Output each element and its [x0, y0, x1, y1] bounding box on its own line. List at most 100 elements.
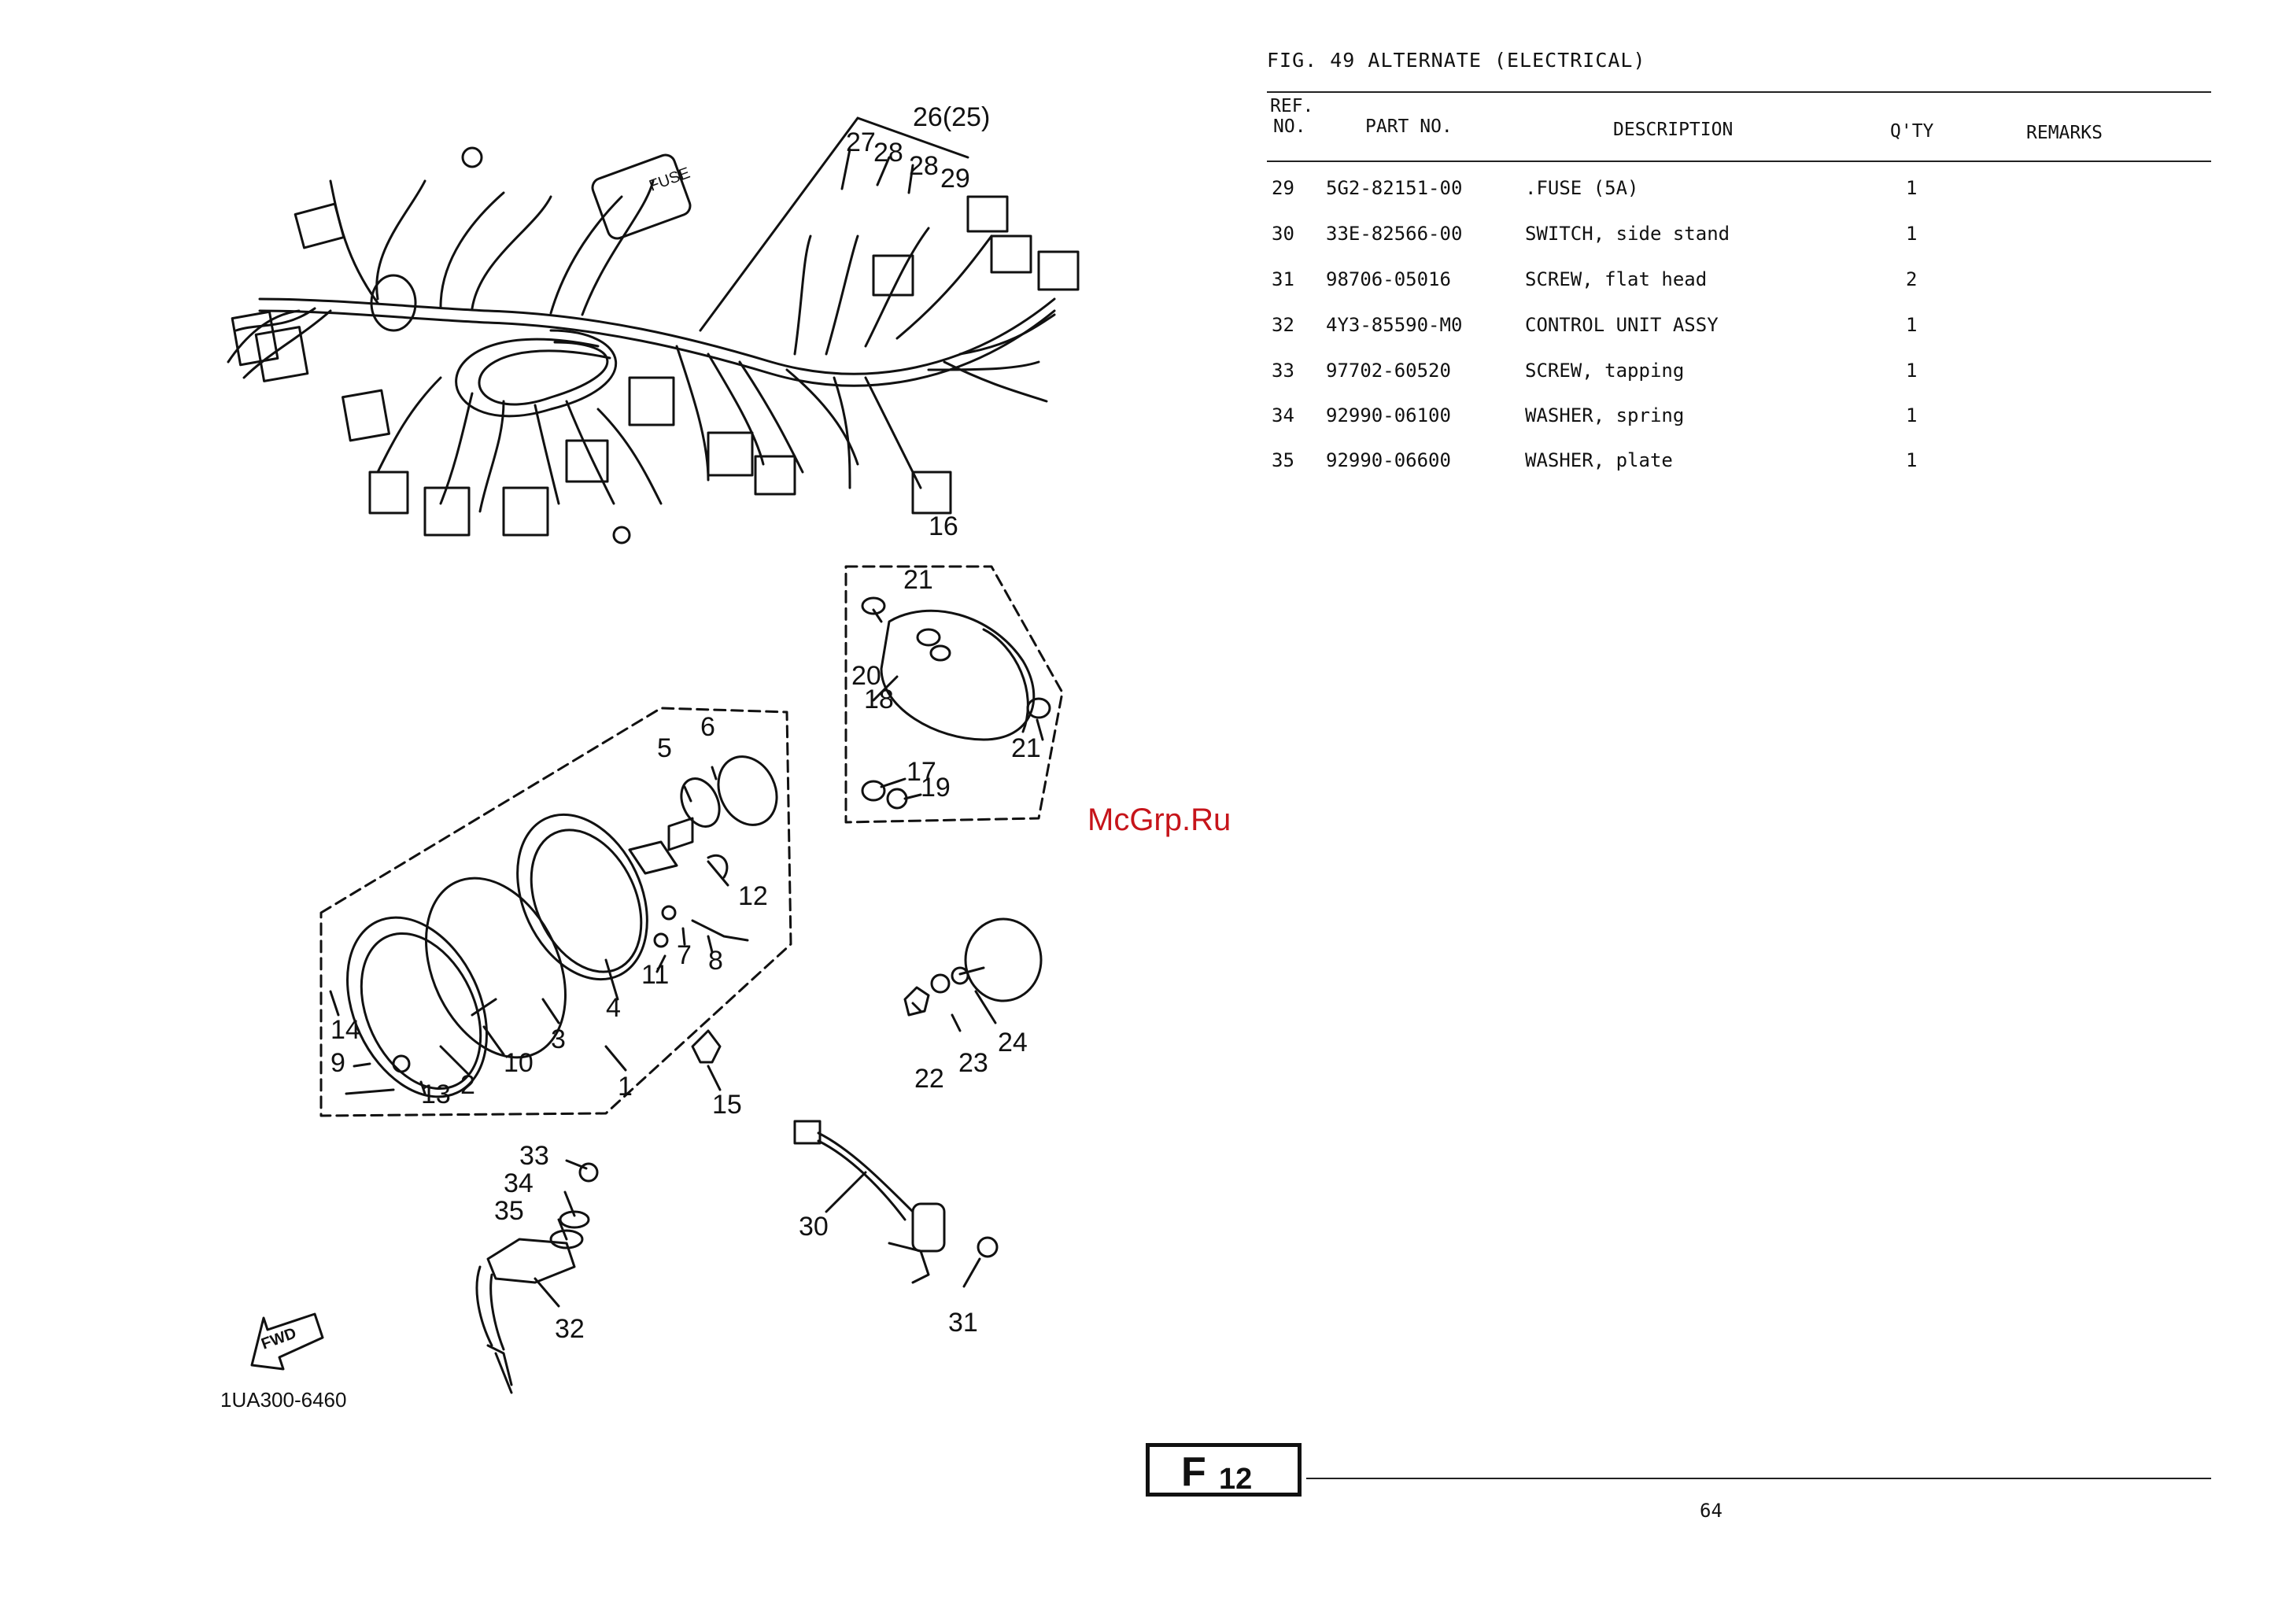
header-ref-line1: REF.	[1270, 96, 1314, 116]
cell-part-no: 92990-06100	[1326, 404, 1451, 426]
callout-number: 22	[914, 1064, 944, 1094]
cell-ref: 32	[1272, 314, 1294, 336]
table-row: 33 97702-60520 SCREW, tapping 1	[1267, 360, 2211, 391]
cell-qty: 1	[1906, 223, 1918, 245]
headlight-assembly-box	[319, 707, 792, 1117]
callout-number: 21	[903, 565, 933, 595]
cell-description: SCREW, flat head	[1525, 268, 1708, 290]
callout-number: 3	[551, 1024, 566, 1054]
header-qty: Q'TY	[1890, 121, 1934, 142]
callout-number: 28	[873, 138, 903, 168]
cell-ref: 31	[1272, 268, 1294, 290]
cell-qty: 1	[1906, 404, 1918, 426]
cell-description: WASHER, spring	[1525, 404, 1685, 426]
callout-number: 6	[700, 712, 715, 742]
callout-number: 26(25)	[913, 102, 990, 132]
cell-part-no: 33E-82566-00	[1326, 223, 1463, 245]
cell-ref: 30	[1272, 223, 1294, 245]
callout-number: 23	[958, 1048, 988, 1078]
section-badge: F 12	[1146, 1443, 1302, 1497]
table-row: 30 33E-82566-00 SWITCH, side stand 1	[1267, 223, 2211, 254]
section-letter: F	[1181, 1449, 1206, 1495]
callout-number: 10	[504, 1048, 534, 1078]
tail-light	[903, 917, 1043, 1017]
callout-number: 5	[657, 733, 672, 763]
fwd-label: FWD	[259, 1324, 298, 1353]
table-row: 31 98706-05016 SCREW, flat head 2	[1267, 268, 2211, 300]
cell-ref: 33	[1272, 360, 1294, 382]
cell-description: SCREW, tapping	[1525, 360, 1685, 382]
cell-qty: 1	[1906, 177, 1918, 199]
cell-part-no: 92990-06600	[1326, 449, 1451, 471]
table-header-rule	[1267, 161, 2211, 162]
cell-ref: 35	[1272, 449, 1294, 471]
callout-number: 27	[846, 127, 876, 157]
figure-title: FIG. 49 ALTERNATE (ELECTRICAL)	[1267, 49, 1646, 72]
header-remarks: REMARKS	[2026, 123, 2103, 143]
cell-part-no: 97702-60520	[1326, 360, 1451, 382]
callout-number: 29	[940, 164, 970, 194]
callout-number: 32	[555, 1314, 585, 1344]
callout-number: 2	[460, 1070, 475, 1100]
header-description: DESCRIPTION	[1613, 120, 1734, 140]
side-stand-switch	[793, 1120, 999, 1284]
callout-number: 30	[799, 1212, 829, 1242]
exploded-parts-diagram: FUSE FWD 26(25)2728282916212018211719651…	[227, 102, 1080, 1394]
callout-number: 13	[421, 1080, 451, 1109]
wire-harness	[227, 146, 1080, 544]
cell-ref: 34	[1272, 404, 1294, 426]
callout-number: 11	[641, 960, 669, 990]
callout-number: 20	[851, 661, 881, 691]
meter-housing	[844, 565, 1064, 824]
cell-part-no: 98706-05016	[1326, 268, 1451, 290]
cell-ref: 29	[1272, 177, 1294, 199]
table-row: 34 92990-06100 WASHER, spring 1	[1267, 404, 2211, 436]
cell-description: .FUSE (5A)	[1525, 177, 1639, 199]
callout-number: 33	[519, 1141, 549, 1171]
callout-number: 4	[606, 993, 621, 1023]
callout-number: 9	[330, 1048, 345, 1078]
footer-rule	[1306, 1478, 2211, 1479]
watermark: McGrp.Ru	[1087, 803, 1231, 837]
fwd-arrow	[250, 1312, 324, 1371]
header-ref-line2: NO.	[1273, 116, 1306, 137]
table-top-rule	[1267, 91, 2211, 93]
table-row: 32 4Y3-85590-M0 CONTROL UNIT ASSY 1	[1267, 314, 2211, 345]
callout-number: 21	[1011, 733, 1041, 763]
header-part-no: PART NO.	[1365, 116, 1453, 137]
callout-number: 31	[948, 1308, 978, 1338]
callout-number: 18	[864, 685, 894, 714]
callout-number: 8	[708, 946, 723, 976]
bulb	[691, 1029, 722, 1064]
cell-qty: 1	[1906, 314, 1918, 336]
cell-qty: 2	[1906, 268, 1918, 290]
diagram-code: 1UA300-6460	[220, 1388, 347, 1412]
page-number: 64	[1700, 1500, 1723, 1522]
callout-number: 16	[929, 511, 958, 541]
callout-number: 24	[998, 1028, 1028, 1057]
table-row: 35 92990-06600 WASHER, plate 1	[1267, 449, 2211, 481]
headlight	[345, 755, 778, 1098]
cell-description: WASHER, plate	[1525, 449, 1673, 471]
table-row: 29 5G2-82151-00 .FUSE (5A) 1	[1267, 177, 2211, 209]
fuse-box	[591, 153, 692, 240]
callout-number: 12	[738, 881, 768, 911]
callout-number: 7	[677, 940, 692, 970]
callout-number: 17	[906, 757, 936, 787]
cell-description: SWITCH, side stand	[1525, 223, 1730, 245]
callout-number: 14	[330, 1015, 360, 1045]
callout-number: 35	[494, 1196, 524, 1226]
cell-qty: 1	[1906, 449, 1918, 471]
callout-number: 15	[712, 1090, 742, 1120]
cell-part-no: 5G2-82151-00	[1326, 177, 1463, 199]
control-unit	[475, 1162, 599, 1394]
callout-number: 34	[504, 1168, 534, 1198]
section-number: 12	[1219, 1463, 1253, 1496]
callout-number: 28	[909, 151, 939, 181]
cell-qty: 1	[1906, 360, 1918, 382]
callout-number: 19	[921, 773, 951, 803]
cell-description: CONTROL UNIT ASSY	[1525, 314, 1719, 336]
cell-part-no: 4Y3-85590-M0	[1326, 314, 1463, 336]
callout-number: 1	[618, 1072, 633, 1102]
